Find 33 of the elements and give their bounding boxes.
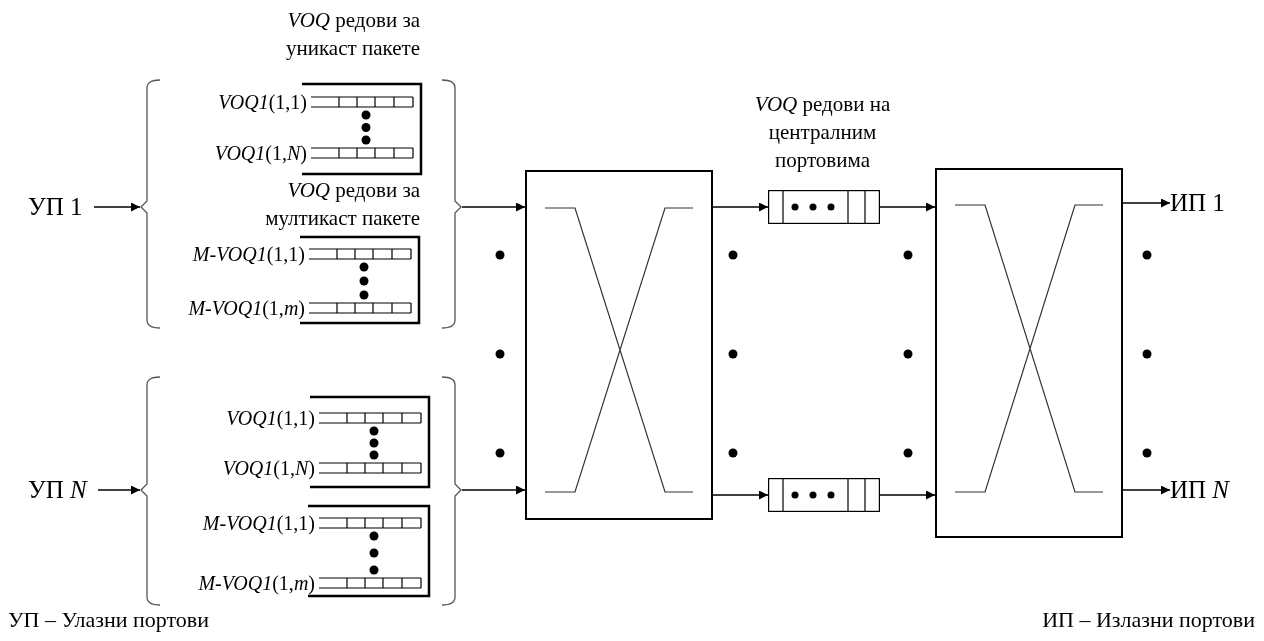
queue-label: M-VOQ1(1,m): [188, 296, 305, 320]
arrow: [1122, 485, 1171, 495]
queue-label: VOQ1(1,1): [218, 90, 307, 114]
port-label: УП 1: [28, 190, 83, 224]
arrow: [97, 485, 141, 495]
legend-note: УП – Улазни портови: [8, 606, 210, 634]
queue-label: M-VOQ1(1,1): [192, 242, 305, 266]
legend-note: ИП – Излазни портови: [1041, 606, 1255, 634]
arrow: [461, 202, 526, 212]
port-label: ИП 1: [1170, 186, 1225, 220]
queue-label: M-VOQ1(1,m): [198, 571, 315, 595]
queue-heading: VOQ редови на централним портовима: [753, 91, 892, 174]
queue-label: VOQ1(1,1): [226, 406, 315, 430]
central-queue-buffer: [768, 478, 880, 512]
arrow: [1122, 198, 1171, 208]
port-label: ИП N: [1170, 473, 1230, 507]
arrow: [879, 490, 936, 500]
queue-heading: VOQ редови за мултикаст пакете: [264, 177, 420, 232]
arrow: [712, 202, 769, 212]
port-label: УП N: [28, 473, 87, 507]
queue-label: VOQ1(1,N): [214, 141, 307, 165]
bracket-group: [140, 375, 462, 607]
arrow: [93, 202, 141, 212]
crossbar-switch: [935, 168, 1123, 538]
arrow: [879, 202, 936, 212]
central-queue-buffer: [768, 190, 880, 224]
crossbar-switch: [525, 170, 713, 520]
queue-label: VOQ1(1,N): [222, 456, 315, 480]
queue-heading: VOQ редови за уникаст пакете: [285, 7, 420, 62]
bracket-group: [140, 78, 462, 330]
arrow: [712, 490, 769, 500]
arrow: [461, 485, 526, 495]
queue-label: M-VOQ1(1,1): [202, 511, 315, 535]
